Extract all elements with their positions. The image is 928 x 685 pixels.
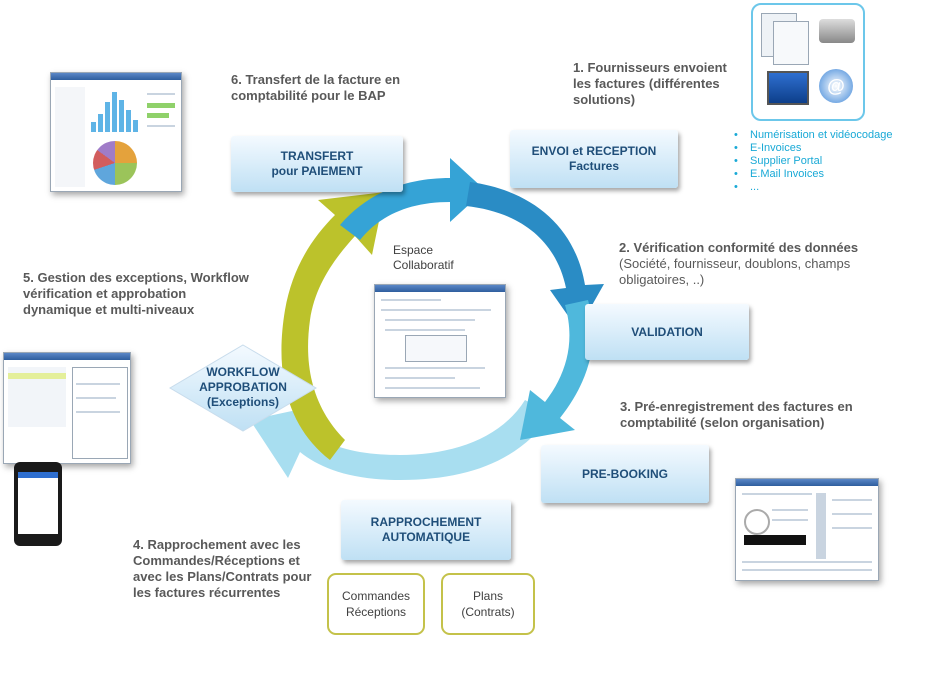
list-item: Numérisation et vidéocodage bbox=[734, 129, 892, 142]
scanner-icon bbox=[819, 19, 855, 43]
document-stack-icon bbox=[773, 21, 809, 65]
email-icon: @ bbox=[819, 69, 853, 103]
step-2-text: 2. Vérification conformité des données (… bbox=[619, 240, 859, 287]
list-item: E-Invoices bbox=[734, 142, 892, 155]
box-plans: Plans(Contrats) bbox=[441, 573, 535, 635]
list-item: E.Mail Invoices bbox=[734, 168, 892, 181]
box-validation: VALIDATION bbox=[585, 304, 749, 360]
stamp-icon bbox=[744, 509, 770, 535]
list-item: Supplier Portal bbox=[734, 155, 892, 168]
smartphone-icon bbox=[14, 462, 62, 546]
prebooking-screenshot bbox=[735, 478, 879, 581]
list-item: ... bbox=[734, 181, 892, 194]
arrow-envoi bbox=[466, 182, 604, 330]
channels-list: Numérisation et vidéocodage E-Invoices S… bbox=[734, 129, 892, 194]
arrow-transfert bbox=[340, 158, 485, 240]
workflow-diamond bbox=[169, 344, 317, 432]
pie-chart-icon bbox=[93, 141, 137, 185]
box-prebooking: PRE-BOOKING bbox=[541, 445, 709, 503]
arrow-rapprochement bbox=[250, 400, 552, 480]
dashboard-screenshot bbox=[50, 72, 182, 192]
workflow-screenshot bbox=[3, 352, 131, 464]
center-screenshot bbox=[374, 284, 506, 398]
bar-chart-icon bbox=[91, 87, 151, 132]
arrow-validation bbox=[520, 300, 593, 440]
channels-panel: @ bbox=[751, 3, 865, 121]
monitor-icon bbox=[767, 71, 809, 105]
